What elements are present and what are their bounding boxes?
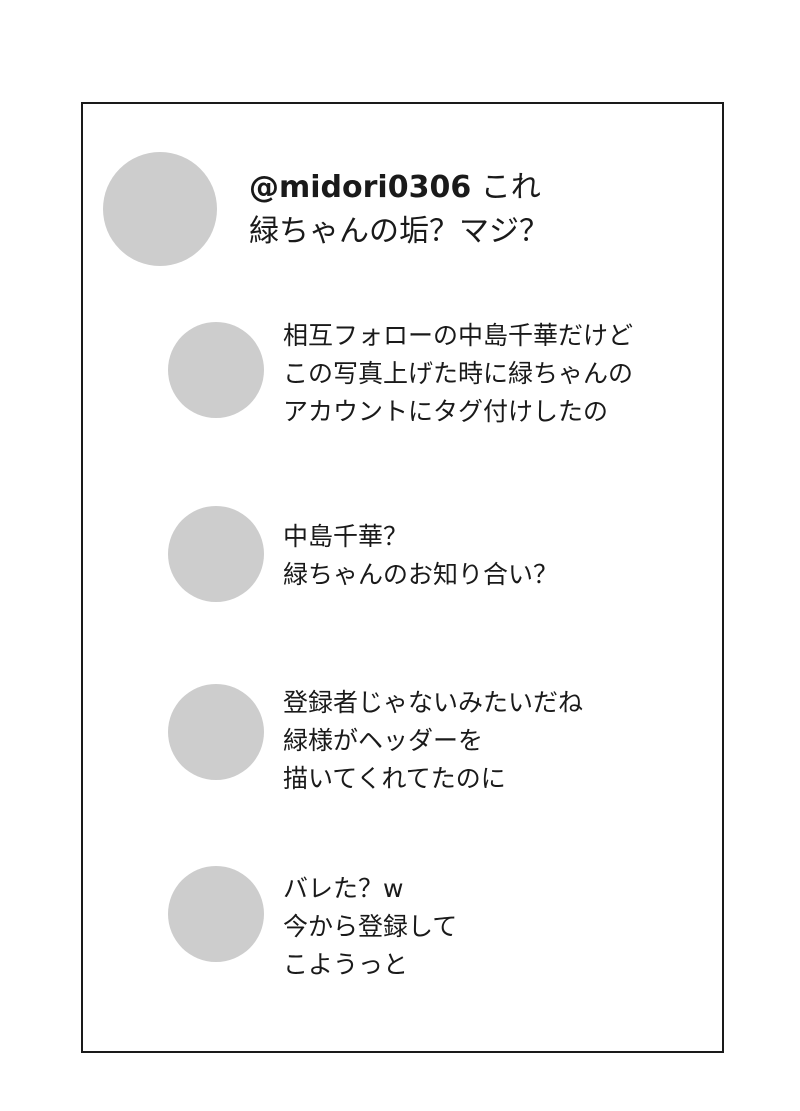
reply-text: 登録者じゃないみたいだね 緑様がヘッダーを 描いてくれてたのに bbox=[283, 684, 583, 798]
reply-text: 中島千華？ 緑ちゃんのお知り合い？ bbox=[283, 518, 558, 594]
mention-link[interactable]: @midori0306 bbox=[249, 170, 472, 205]
avatar[interactable] bbox=[168, 506, 264, 602]
reply-line: 緑ちゃんのお知り合い？ bbox=[283, 560, 559, 589]
reply-line: バレた？w bbox=[283, 874, 404, 903]
reply-line: 今から登録して bbox=[283, 912, 458, 941]
post-line: @midori0306 これ bbox=[249, 166, 549, 210]
reply-line: 相互フォローの中島千華だけど bbox=[283, 321, 634, 350]
avatar[interactable] bbox=[168, 322, 264, 418]
avatar[interactable] bbox=[168, 684, 264, 780]
reply-line: 緑様がヘッダーを bbox=[283, 726, 484, 755]
reply-text: バレた？w 今から登録して こようっと bbox=[283, 870, 457, 984]
reply-line: 描いてくれてたのに bbox=[283, 764, 506, 793]
reply-line: 登録者じゃないみたいだね bbox=[283, 688, 584, 717]
reply-line: 中島千華？ bbox=[283, 522, 409, 551]
avatar[interactable] bbox=[103, 152, 217, 266]
reply-line: こようっと bbox=[283, 950, 409, 979]
post-line: 緑ちゃんの垢？マジ？ bbox=[249, 214, 549, 249]
post-text: @midori0306 これ 緑ちゃんの垢？マジ？ bbox=[249, 166, 549, 254]
post-line-text: これ bbox=[471, 170, 541, 205]
comment-thread-panel: @midori0306 これ 緑ちゃんの垢？マジ？ 相互フォローの中島千華だけど… bbox=[81, 102, 724, 1053]
avatar[interactable] bbox=[168, 866, 264, 962]
reply-line: アカウントにタグ付けしたの bbox=[283, 397, 609, 426]
reply-line: この写真上げた時に緑ちゃんの bbox=[283, 359, 634, 388]
reply-text: 相互フォローの中島千華だけど この写真上げた時に緑ちゃんの アカウントにタグ付け… bbox=[283, 317, 633, 431]
